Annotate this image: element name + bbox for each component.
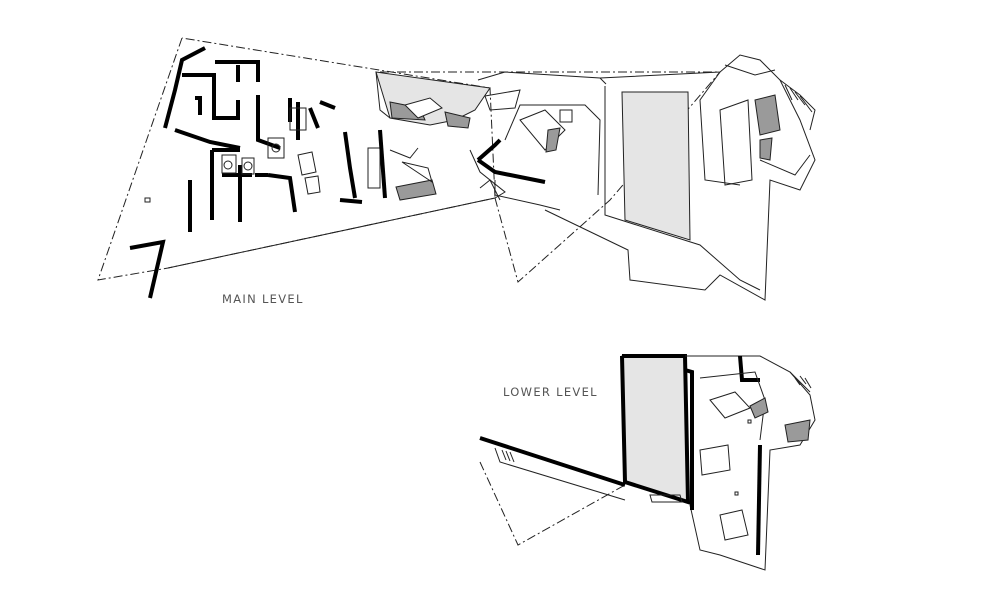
main-west-wing-outline: [167, 149, 506, 269]
main-living-furniture: [297, 129, 437, 204]
lower-pool-volume: [621, 355, 689, 503]
main-east-wing: [544, 54, 816, 301]
main-pool: [621, 91, 691, 241]
lower-path-inner: [494, 447, 626, 501]
lower-pool-wall: [620, 354, 691, 505]
lower-level-plan: LOWER LEVEL: [479, 354, 816, 571]
lower-level-label: LOWER LEVEL: [503, 385, 598, 399]
main-marker-icon: [144, 197, 151, 203]
main-level-plan: MAIN LEVEL: [97, 37, 816, 306]
main-central-pavilion: [375, 71, 491, 129]
lower-stair: [501, 449, 515, 463]
lower-path-wall: [479, 436, 626, 487]
main-bathroom-fixtures: [221, 107, 307, 175]
lower-building: [649, 355, 816, 571]
main-level-label: MAIN LEVEL: [222, 292, 304, 306]
lower-site-boundary: [479, 461, 626, 546]
main-middle-wing: [476, 71, 607, 211]
